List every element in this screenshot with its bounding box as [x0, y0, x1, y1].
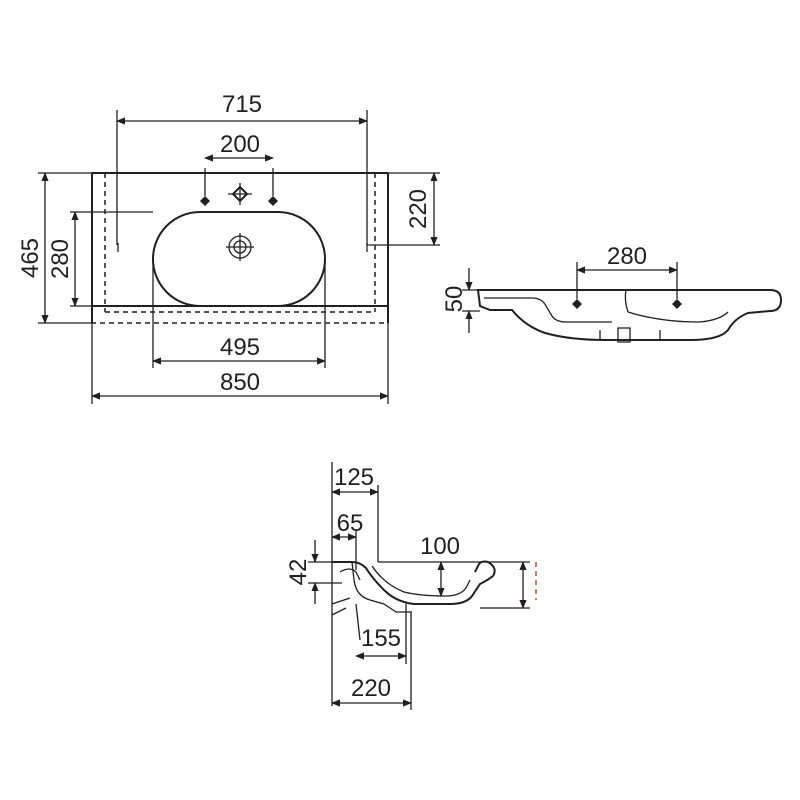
front-view: 280 50	[441, 243, 783, 343]
faucet-hole-icon	[228, 183, 252, 205]
bowl-outline	[152, 211, 326, 307]
dim-200: 200	[220, 131, 260, 158]
dim-65: 65	[337, 510, 364, 537]
dim-220-side: 220	[405, 189, 432, 229]
dim-465: 465	[17, 238, 44, 278]
top-view: 715 200 220 465 280 495 850	[17, 91, 440, 404]
front-profile	[476, 289, 783, 341]
front-hole-left-icon	[572, 299, 582, 309]
dim-125: 125	[334, 464, 374, 491]
side-hole-right-icon	[268, 196, 278, 206]
dim-220-base: 220	[351, 675, 391, 702]
dim-280-front: 280	[607, 243, 647, 270]
dim-42: 42	[285, 559, 312, 586]
side-view: 125 65 42 100 155 220	[285, 462, 537, 710]
dim-715: 715	[222, 91, 262, 118]
dim-850: 850	[220, 369, 260, 396]
dim-280-bowl: 280	[47, 239, 74, 279]
front-hole-right-icon	[672, 299, 682, 309]
dim-50: 50	[441, 286, 468, 313]
dim-100: 100	[420, 533, 460, 560]
dim-155: 155	[361, 625, 401, 652]
dim-495: 495	[220, 334, 260, 361]
drain-icon	[226, 233, 254, 261]
side-hole-left-icon	[200, 196, 210, 206]
